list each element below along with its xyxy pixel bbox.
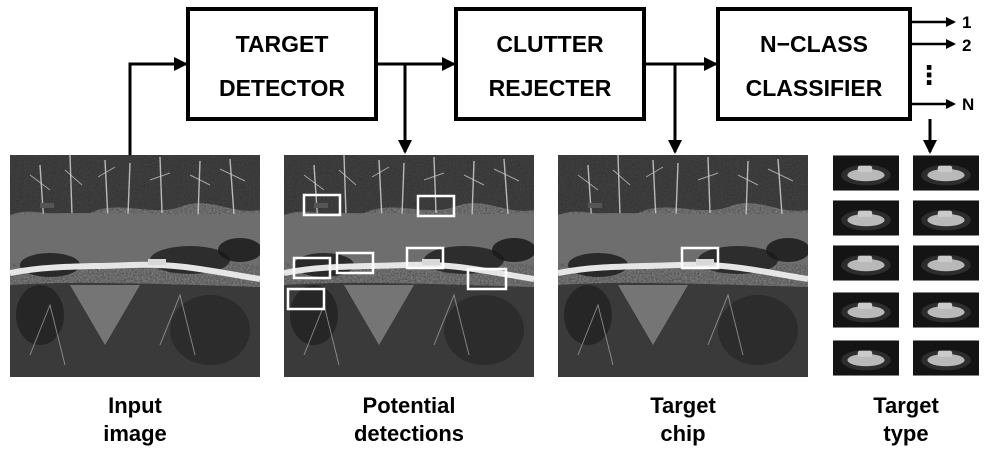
detection-box [416, 194, 456, 218]
flow-arrows [128, 57, 937, 155]
target-chip-image [558, 155, 810, 377]
detection-box [292, 256, 332, 280]
potential-detections-image [284, 155, 536, 377]
target-thumbnail [833, 245, 899, 281]
detection-box [302, 193, 342, 217]
target-thumbnail [913, 155, 979, 191]
output-ellipsis: ⋮ [916, 60, 942, 90]
target-thumbnail [833, 340, 899, 376]
classifier-label-1: N−CLASS [760, 31, 868, 57]
target-thumbnail [833, 200, 899, 236]
target-detector-label-1: TARGET [236, 31, 329, 57]
classifier-box [716, 7, 912, 121]
target-detector-label-2: DETECTOR [219, 75, 345, 101]
input-to-detector-arrow [128, 57, 188, 155]
caption-chip-line2: chip [660, 421, 705, 446]
clutter-rejecter-block: CLUTTER REJECTER [454, 7, 646, 121]
output-label-2: 2 [962, 36, 971, 55]
clutter-rejecter-label-1: CLUTTER [496, 31, 604, 57]
output-label-n: N [962, 95, 974, 114]
detection-box [335, 251, 375, 275]
target-thumbnail [833, 155, 899, 191]
caption-potential-line2: detections [354, 421, 464, 446]
caption-input-line1: Input [108, 393, 162, 418]
target-chip-box [680, 246, 720, 270]
target-thumbnail [913, 292, 979, 328]
caption-type-line2: type [883, 421, 928, 446]
detection-box [466, 267, 508, 291]
detection-box [286, 287, 326, 311]
target-thumbnail [913, 340, 979, 376]
target-type-gallery [833, 155, 979, 376]
target-detector-block: TARGET DETECTOR [186, 7, 378, 121]
detection-box [405, 246, 445, 270]
classifier-label-2: CLASSIFIER [746, 75, 883, 101]
caption-type-line1: Target [873, 393, 939, 418]
output-label-1: 1 [962, 13, 971, 32]
detection-boxes [286, 193, 508, 311]
caption-potential-line1: Potential [363, 393, 456, 418]
clutter-rejecter-label-2: REJECTER [489, 75, 612, 101]
target-thumbnail [833, 292, 899, 328]
target-thumbnail [913, 245, 979, 281]
caption-input-line2: image [103, 421, 167, 446]
input-image [10, 155, 262, 377]
caption-chip-line1: Target [650, 393, 716, 418]
class-output-arrows [910, 17, 956, 109]
n-class-classifier-block: N−CLASS CLASSIFIER [716, 7, 912, 121]
target-detector-box [186, 7, 378, 121]
clutter-rejecter-box [454, 7, 646, 121]
target-thumbnail [913, 200, 979, 236]
